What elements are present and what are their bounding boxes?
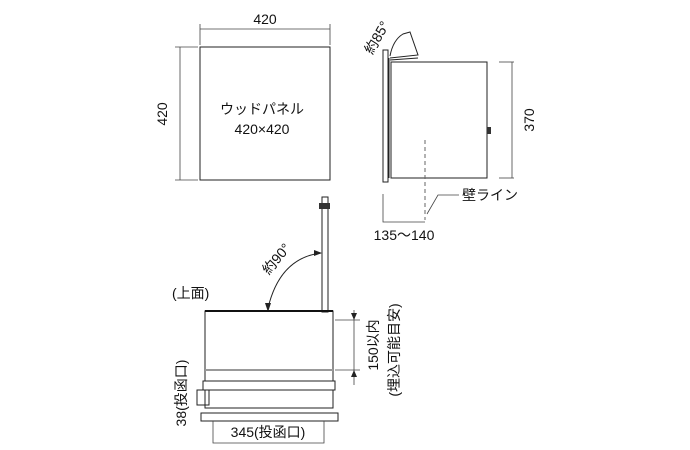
- view-label: (上面): [172, 285, 209, 301]
- handle: [487, 127, 491, 134]
- wall-panel: [382, 49, 389, 183]
- depth-label: 135～140: [374, 227, 435, 243]
- slot-height-label: 38(投函口): [173, 360, 189, 427]
- height-label: 370: [521, 108, 537, 132]
- slot-width-dimension: [212, 421, 325, 444]
- wall-line-label: 壁ライン: [462, 187, 518, 203]
- front-view: 420 420 ウッドパネル 420×420: [154, 11, 331, 181]
- base-plate: [200, 412, 339, 422]
- slot-width-label: 345(投函口): [231, 424, 306, 440]
- wood-panel: [199, 46, 331, 181]
- lid-open: [389, 31, 419, 59]
- wall-line-leader: [426, 194, 459, 215]
- pole-angle-label: 約90°: [259, 240, 294, 277]
- embed-depth-label: 150以内: [365, 319, 381, 370]
- side-view: 約85° 370 壁ライン 135～140: [361, 18, 537, 243]
- angle-arc: [267, 252, 322, 309]
- mailbox-body: [390, 61, 488, 179]
- bolt: [319, 203, 330, 209]
- panel-name: ウッドパネル: [220, 101, 304, 117]
- top-view: (上面) 約90° 345(投函口) 38(投函口) 150以内 (埋込可能目安…: [172, 196, 402, 444]
- embed-note-label: (埋込可能目安): [386, 303, 402, 396]
- depth-dimension-line: [382, 194, 425, 223]
- width-label: 420: [253, 11, 277, 27]
- panel-size: 420×420: [235, 121, 290, 137]
- insert-frame: [204, 389, 334, 409]
- height-label: 420: [154, 102, 170, 126]
- pole: [321, 196, 329, 313]
